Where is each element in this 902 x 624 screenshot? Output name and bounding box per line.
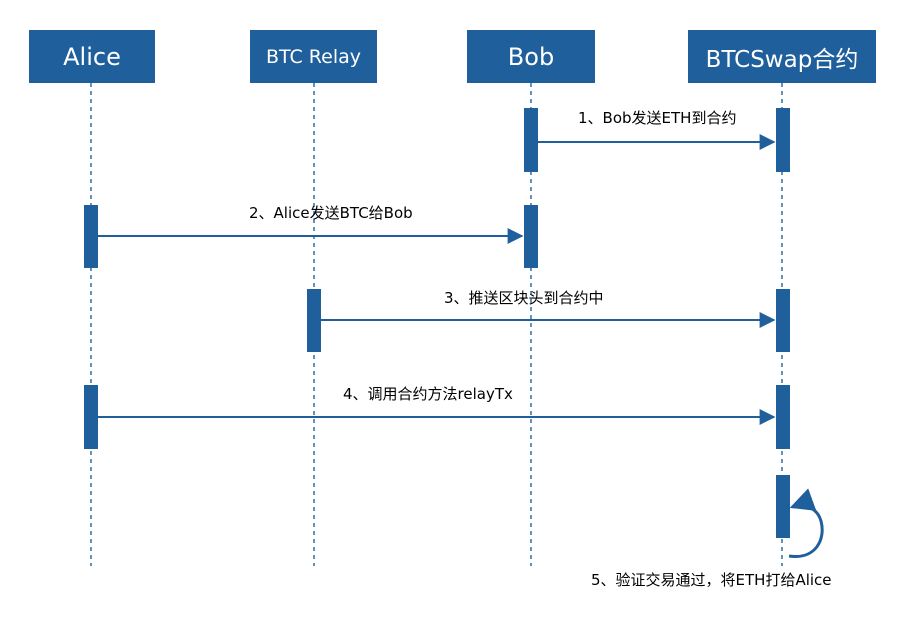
message-3-label: 3、推送区块头到合约中 [444, 289, 604, 307]
message-2-label: 2、Alice发送BTC给Bob [249, 204, 413, 222]
activation-contract-3 [776, 289, 790, 352]
actor-btcswap-contract: BTCSwap合约 [688, 30, 876, 83]
actor-bob-label: Bob [507, 42, 555, 71]
actor-btc-relay: BTC Relay [250, 30, 377, 83]
message-1-label: 1、Bob发送ETH到合约 [578, 109, 737, 127]
arrow-message-5-self-loop [788, 488, 824, 558]
actor-alice-label: Alice [63, 42, 121, 71]
message-5-label: 5、验证交易通过，将ETH打给Alice [591, 571, 832, 589]
actor-btc-relay-label: BTC Relay [265, 45, 362, 68]
message-4-label: 4、调用合约方法relayTx [343, 385, 513, 403]
activation-contract-4 [776, 385, 790, 449]
actor-alice: Alice [29, 30, 155, 83]
actor-btcswap-contract-label: BTCSwap合约 [705, 46, 859, 73]
activation-bob-1 [524, 108, 538, 172]
activation-contract-5 [776, 475, 790, 538]
activation-bob-2 [524, 205, 538, 268]
activation-contract-1 [776, 108, 790, 172]
actor-bob: Bob [467, 30, 595, 83]
activation-relay-3 [307, 289, 321, 352]
activation-alice-2 [84, 205, 98, 268]
activation-alice-4 [84, 385, 98, 449]
